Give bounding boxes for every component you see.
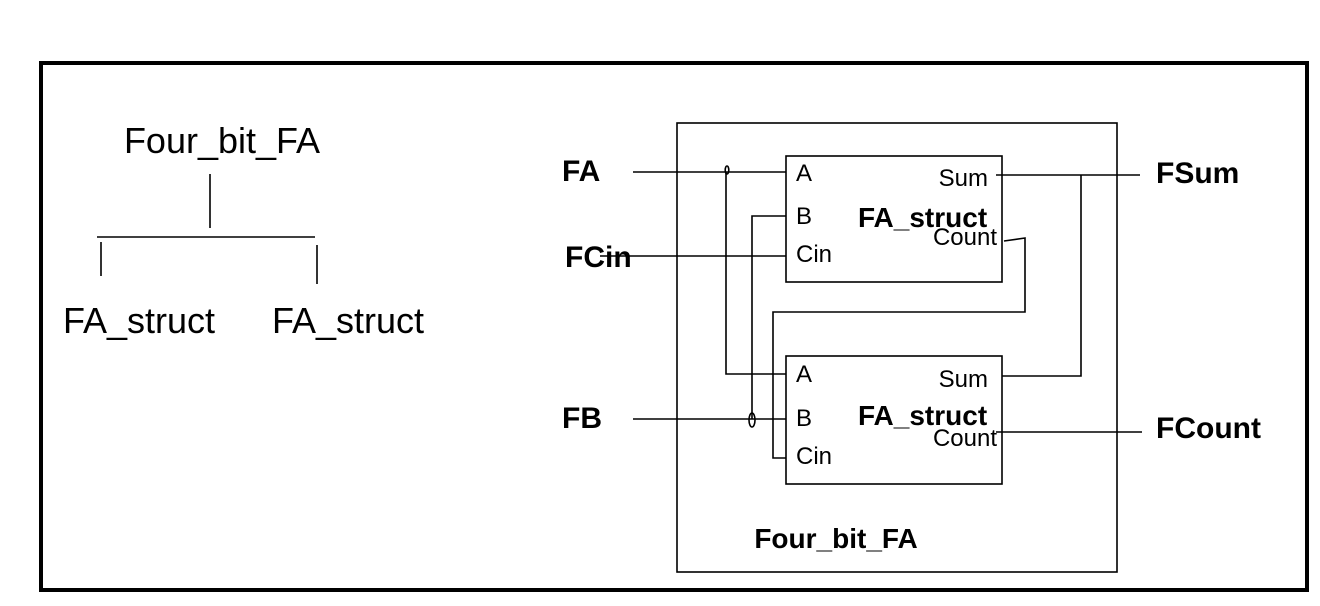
input-fa-label: FA bbox=[562, 155, 600, 188]
pin-sum-label: Sum bbox=[939, 366, 988, 393]
fa-instance-2-box bbox=[785, 355, 1003, 485]
pin-count-label: Count bbox=[933, 425, 997, 452]
pin-b-label: B bbox=[796, 405, 812, 432]
tree-root-label: Four_bit_FA bbox=[124, 120, 320, 161]
input-fcin-label: FCin bbox=[565, 241, 632, 274]
wire-fb-junction bbox=[748, 412, 756, 428]
wires bbox=[600, 165, 1142, 459]
output-fcount-label: FCount bbox=[1156, 412, 1261, 445]
wire-fa-branch bbox=[725, 172, 786, 375]
hierarchy-tree: Four_bit_FA FA_struct FA_struct bbox=[63, 120, 424, 341]
wire-carry bbox=[772, 237, 1026, 459]
pin-a-label: A bbox=[796, 361, 812, 388]
wire-sum-2 bbox=[1002, 175, 1082, 377]
pin-count-label: Count bbox=[933, 224, 997, 251]
tree-child-label-left: FA_struct bbox=[63, 300, 215, 341]
wire-fa-junction bbox=[724, 165, 730, 175]
fa-instance-1-box bbox=[785, 155, 1003, 283]
fa-instance-2-name: FA_struct bbox=[858, 400, 987, 431]
pin-b-label: B bbox=[796, 203, 812, 230]
fa-instance-1: A B Cin Sum Count FA_struct bbox=[785, 155, 1003, 283]
output-fsum-label: FSum bbox=[1156, 157, 1239, 190]
fa-instance-2: A B Cin Sum Count FA_struct bbox=[785, 355, 1003, 485]
fa-instance-1-name: FA_struct bbox=[858, 202, 987, 233]
tree-child-label-right: FA_struct bbox=[272, 300, 424, 341]
pin-cin-label: Cin bbox=[796, 241, 832, 268]
wire-fb-branch bbox=[751, 215, 786, 419]
pin-cin-label: Cin bbox=[796, 443, 832, 470]
schematic: Four_bit_FA A B Cin Sum Count FA_struct … bbox=[562, 122, 1261, 573]
module-boundary bbox=[676, 122, 1118, 573]
pin-a-label: A bbox=[796, 160, 812, 187]
pin-sum-label: Sum bbox=[939, 165, 988, 192]
outer-frame bbox=[39, 61, 1309, 592]
module-label: Four_bit_FA bbox=[754, 523, 917, 554]
input-fb-label: FB bbox=[562, 402, 602, 435]
